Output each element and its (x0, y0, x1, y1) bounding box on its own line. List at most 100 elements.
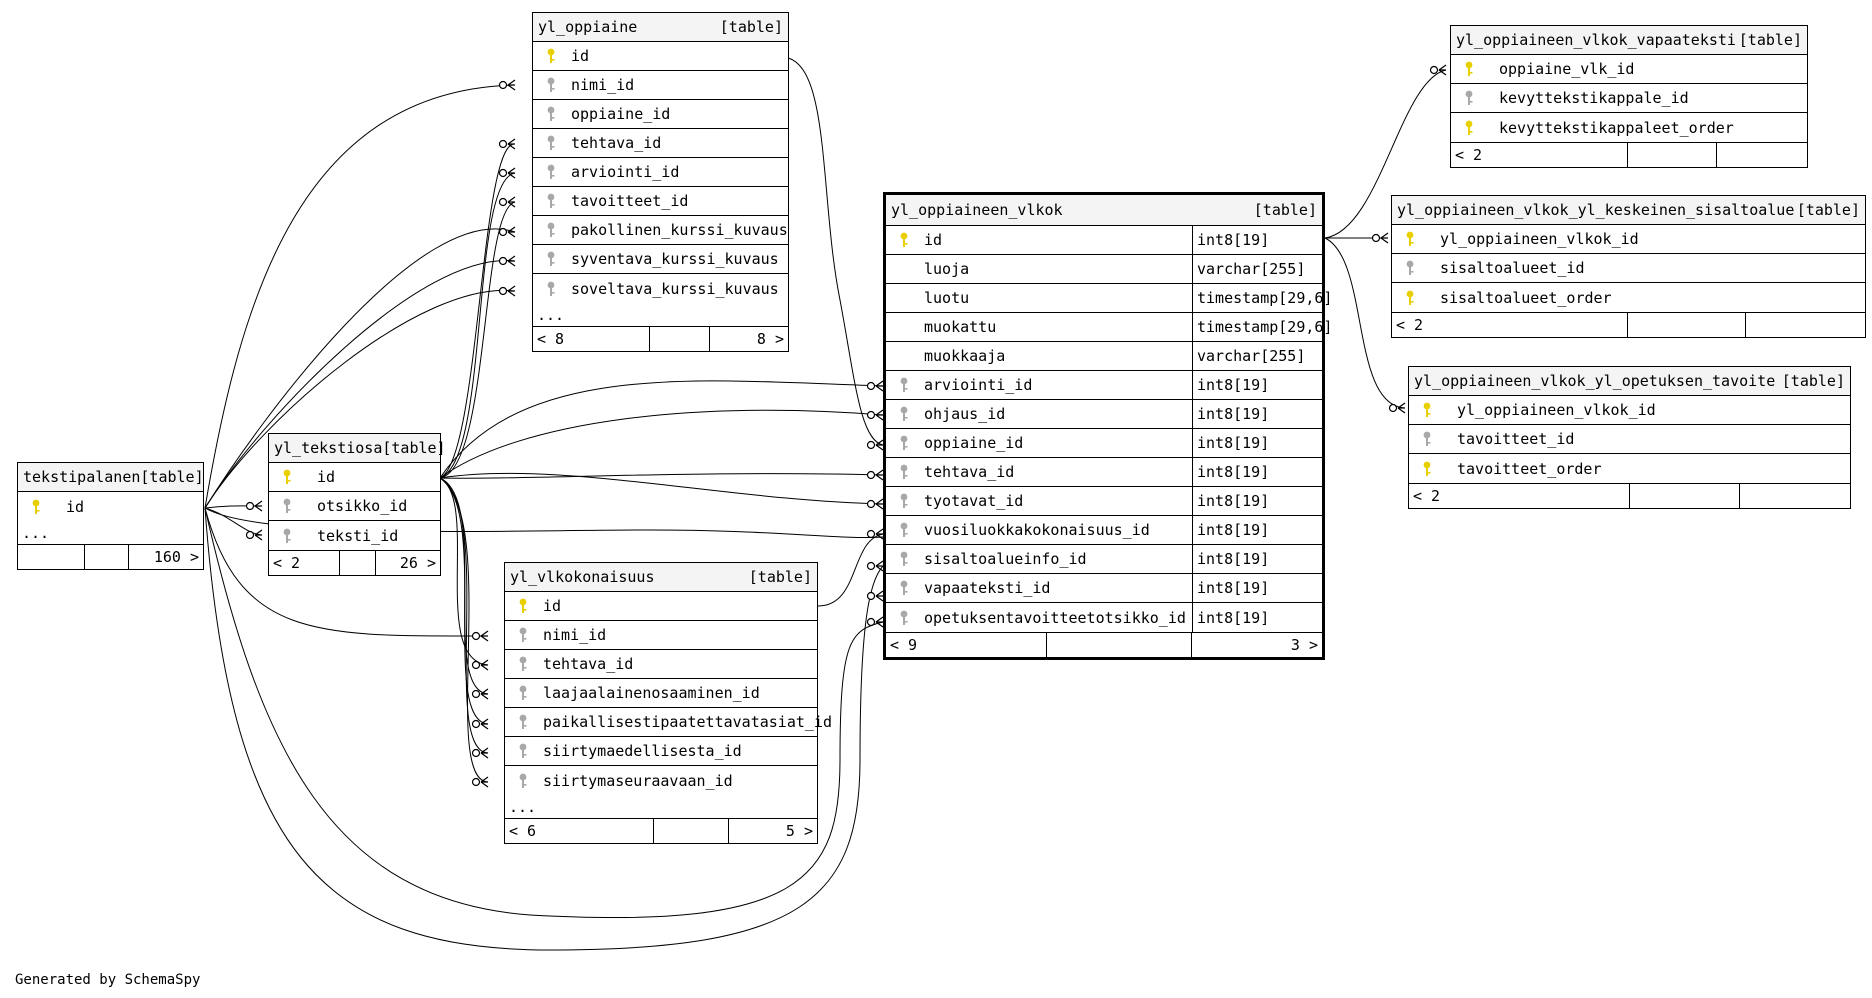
crows-foot-marker (875, 469, 884, 481)
foreign-key-icon (511, 685, 535, 701)
column-row[interactable]: soveltava_kurssi_kuvaus (533, 274, 788, 303)
column-row[interactable]: tehtava_id (533, 129, 788, 158)
column-name: oppiaine_vlk_id (1499, 60, 1635, 78)
optional-marker (498, 139, 508, 149)
optional-marker (866, 499, 876, 509)
column-row[interactable]: otsikko_id (269, 492, 440, 521)
primary-key-icon (275, 469, 299, 485)
column-row[interactable]: siirtymaedellisesta_id (505, 737, 817, 766)
column-row[interactable]: paikallisestipaatettavatasiat_id (505, 708, 832, 737)
column-row[interactable]: kevyttekstikappaleet_order (1451, 113, 1807, 142)
table-yl-oppiaineen-vlkok-vapaateksti[interactable]: yl_oppiaineen_vlkok_vapaateksti[table] o… (1450, 25, 1808, 168)
column-row[interactable]: oppiaine_id int8[19] (886, 429, 1322, 458)
column-row[interactable]: id (269, 463, 440, 492)
column-row[interactable]: tavoitteet_order (1409, 454, 1850, 483)
table-tekstipalanen[interactable]: tekstipalanen[table] id ... 160 > (17, 462, 204, 570)
table-yl-oppiaineen-vlkok-yl-keskeinen-sisaltoalue[interactable]: yl_oppiaineen_vlkok_yl_keskeinen_sisalto… (1391, 195, 1866, 338)
column-row[interactable]: id (505, 592, 817, 621)
column-row[interactable]: yl_oppiaineen_vlkok_id (1409, 396, 1850, 425)
crows-foot-marker (875, 439, 884, 451)
column-name: sisaltoalueinfo_id (924, 550, 1087, 568)
primary-key-icon (1398, 290, 1422, 306)
column-row[interactable]: nimi_id (533, 71, 788, 100)
primary-key-icon (1398, 231, 1422, 247)
column-name: kevyttekstikappaleet_order (1499, 118, 1734, 137)
table-footer: < 6 5 > (505, 819, 817, 843)
relationship-line (439, 143, 516, 479)
foreign-key-icon (275, 498, 299, 514)
column-row[interactable]: teksti_id (269, 521, 440, 550)
column-row[interactable]: sisaltoalueet_id (1392, 254, 1865, 283)
table-yl-oppiaineen-vlkok-yl-opetuksen-tavoite[interactable]: yl_oppiaineen_vlkok_yl_opetuksen_tavoite… (1408, 366, 1851, 509)
column-row[interactable]: laajaalainenosaaminen_id (505, 679, 817, 708)
column-name: tavoitteet_order (1457, 459, 1602, 478)
column-row[interactable]: tehtava_id (505, 650, 817, 679)
column-row[interactable]: oppiaine_vlk_id (1451, 55, 1807, 84)
column-name: id (924, 231, 943, 249)
foreign-key-icon (892, 551, 916, 567)
column-name: kevyttekstikappale_id (1499, 89, 1689, 107)
table-tag: [table] (1796, 201, 1860, 219)
optional-marker (471, 660, 481, 670)
table-footer: < 2 (1392, 312, 1865, 337)
primary-key-icon (1457, 120, 1481, 136)
foreign-key-icon (892, 435, 916, 451)
column-row[interactable]: syventava_kurssi_kuvaus (533, 245, 788, 274)
optional-marker (866, 591, 876, 601)
column-row[interactable]: kevyttekstikappale_id (1451, 84, 1807, 113)
relationship-line (439, 409, 884, 479)
column-row[interactable]: id (533, 42, 788, 71)
column-name: syventava_kurssi_kuvaus (571, 250, 779, 268)
table-tag: [table] (1253, 201, 1317, 219)
column-type: int8[19] (1192, 429, 1322, 457)
column-name: ohjaus_id (924, 405, 1006, 423)
column-row[interactable]: siirtymaseuraavaan_id (505, 766, 817, 795)
generated-by-note: Generated by SchemaSpy (15, 972, 201, 988)
column-row[interactable]: sisaltoalueet_order (1392, 283, 1865, 312)
column-row[interactable]: tavoitteet_id (533, 187, 788, 216)
column-name: id (317, 468, 336, 486)
optional-marker (498, 80, 508, 90)
foreign-key-icon (511, 773, 535, 789)
relationship-line (817, 533, 884, 607)
table-name: yl_oppiaineen_vlkok (891, 201, 1063, 219)
column-name: oppiaine_id (924, 434, 1024, 452)
primary-key-icon (1415, 402, 1439, 418)
column-row[interactable]: yl_oppiaineen_vlkok_id (1392, 225, 1865, 254)
column-row[interactable]: pakollinen_kurssi_kuvaus (533, 216, 788, 245)
column-name: sisaltoalueet_order (1440, 288, 1612, 307)
relationship-line (439, 477, 489, 666)
column-row[interactable]: arviointi_id (533, 158, 788, 187)
relationship-line (1324, 237, 1406, 409)
column-name: soveltava_kurssi_kuvaus (571, 279, 779, 298)
column-row[interactable]: id (18, 492, 203, 521)
column-type: timestamp[29,6] (1192, 313, 1332, 341)
column-name: nimi_id (543, 626, 607, 644)
more-columns: ... (533, 303, 788, 327)
column-row[interactable]: oppiaine_id (533, 100, 788, 129)
crows-foot-marker (875, 560, 884, 572)
column-name: sisaltoalueet_id (1440, 259, 1585, 277)
crows-foot-marker (1397, 402, 1406, 414)
column-row[interactable]: nimi_id (505, 621, 817, 650)
crows-foot-marker (875, 528, 884, 540)
column-row[interactable]: tavoitteet_id (1409, 425, 1850, 454)
primary-key-icon (511, 598, 535, 614)
